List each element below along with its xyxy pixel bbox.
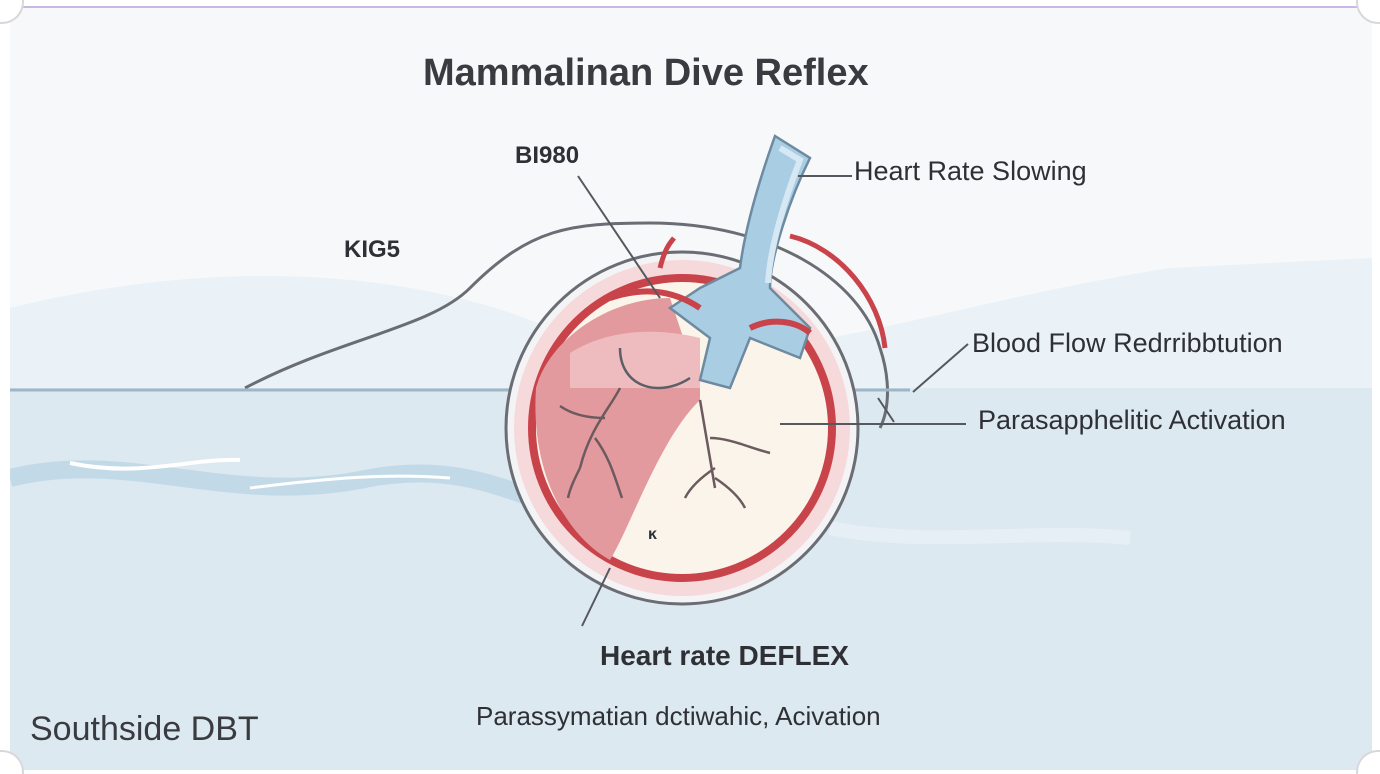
footer-heading: Heart rate DEFLEX <box>600 640 849 672</box>
label-blood-flow: Blood Flow Redrribbtution <box>972 328 1283 359</box>
diagram-title: Mammalinan Dive Reflex <box>423 52 869 95</box>
label-heart-rate-slowing: Heart Rate Slowing <box>854 156 1087 187</box>
label-inner-mark: ĸ <box>648 526 657 544</box>
diagram-canvas: Mammalinan Dive Reflex BI980 KIG5 Heart … <box>10 6 1372 770</box>
brand-logo-text: Southside DBT <box>30 710 259 749</box>
footer-caption: Parassymatian dctiwahic, Acivation <box>476 701 881 732</box>
label-bi980: BI980 <box>515 142 579 170</box>
label-parasympathetic: Parasapphelitic Activation <box>978 405 1286 436</box>
label-kig5: KIG5 <box>344 236 400 264</box>
